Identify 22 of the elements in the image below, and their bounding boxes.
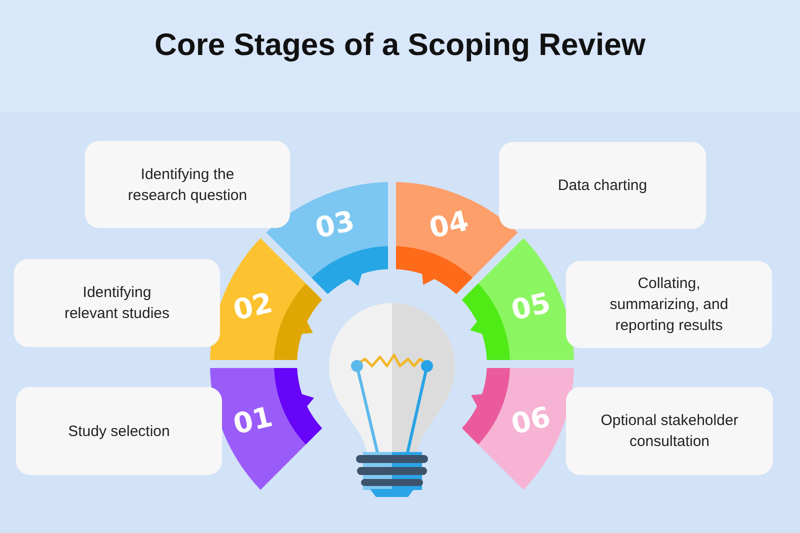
stage-number: 04 (427, 206, 472, 244)
stage-label: Study selection (68, 422, 170, 442)
ring-segment (461, 367, 574, 490)
title-heading: Core Stages of a Scoping Review (154, 26, 646, 64)
stage-label: Data charting (558, 176, 648, 196)
stage-number: 06 (508, 402, 553, 440)
stage-label: Identifying relevant studies (63, 283, 171, 324)
stage-card (566, 261, 772, 348)
stage-card (16, 387, 222, 475)
stage-number: 01 (231, 402, 276, 440)
ring-segment (461, 238, 574, 360)
stage-label: Identifying the research question (126, 164, 248, 206)
stage-number: 05 (508, 288, 553, 326)
stage-label: Collating, summarizing, and reporting results (608, 274, 730, 336)
ring-segment (210, 367, 323, 490)
stage-card (566, 387, 773, 475)
stage-label: Optional stakeholder consultation (600, 411, 740, 452)
stage-number: 02 (231, 288, 276, 326)
stage-number: 03 (312, 206, 357, 244)
stage-card (499, 142, 706, 229)
stage-card (85, 141, 290, 228)
stage-card (14, 259, 220, 347)
